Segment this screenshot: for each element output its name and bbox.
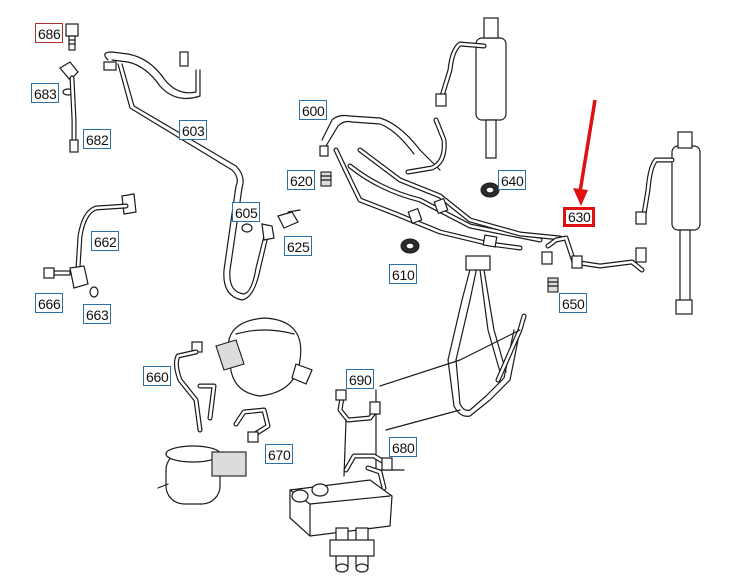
label-690[interactable]: 690 xyxy=(346,369,375,389)
line-630-drawing xyxy=(541,235,647,273)
label-662[interactable]: 662 xyxy=(91,231,120,251)
strut-front-drawing xyxy=(405,17,507,175)
label-682[interactable]: 682 xyxy=(83,129,112,149)
line-680-drawing xyxy=(343,453,393,491)
bolt-666-drawing xyxy=(43,267,99,298)
label-610[interactable]: 610 xyxy=(389,264,418,284)
line-603-drawing xyxy=(103,51,269,301)
label-620[interactable]: 620 xyxy=(287,170,316,190)
label-603[interactable]: 603 xyxy=(179,120,208,140)
grommet-620-drawing xyxy=(320,171,332,187)
line-670-drawing xyxy=(233,407,271,443)
label-625[interactable]: 625 xyxy=(284,236,313,256)
label-670[interactable]: 670 xyxy=(265,444,294,464)
hose-662-drawing xyxy=(69,193,137,289)
grommet-650-drawing xyxy=(547,277,559,293)
label-666[interactable]: 666 xyxy=(35,293,64,313)
highlight-arrow xyxy=(573,99,597,206)
line-600-drawing xyxy=(319,114,563,251)
label-686[interactable]: 686 xyxy=(35,23,64,43)
label-680[interactable]: 680 xyxy=(389,437,418,457)
label-630-highlighted[interactable]: 630 xyxy=(563,207,596,227)
hose-682-drawing xyxy=(59,61,79,153)
pump-drawing xyxy=(157,445,247,505)
clip-605-drawing xyxy=(241,209,301,241)
label-640[interactable]: 640 xyxy=(498,170,527,190)
label-605[interactable]: 605 xyxy=(232,202,261,222)
line-690-drawing xyxy=(335,389,381,477)
label-660[interactable]: 660 xyxy=(143,366,172,386)
label-663[interactable]: 663 xyxy=(83,304,112,324)
grommet-640-drawing xyxy=(480,182,500,198)
label-683[interactable]: 683 xyxy=(31,83,60,103)
lines-to-valve-drawing xyxy=(375,255,527,471)
label-650[interactable]: 650 xyxy=(559,293,588,313)
valve-block-drawing xyxy=(289,479,393,573)
label-600[interactable]: 600 xyxy=(299,100,328,120)
accumulator-drawing xyxy=(215,317,313,397)
grommet-610-drawing xyxy=(400,238,420,254)
bolt-686-drawing xyxy=(65,23,79,51)
line-660-drawing xyxy=(173,341,217,433)
strut-rear-drawing xyxy=(635,131,701,315)
